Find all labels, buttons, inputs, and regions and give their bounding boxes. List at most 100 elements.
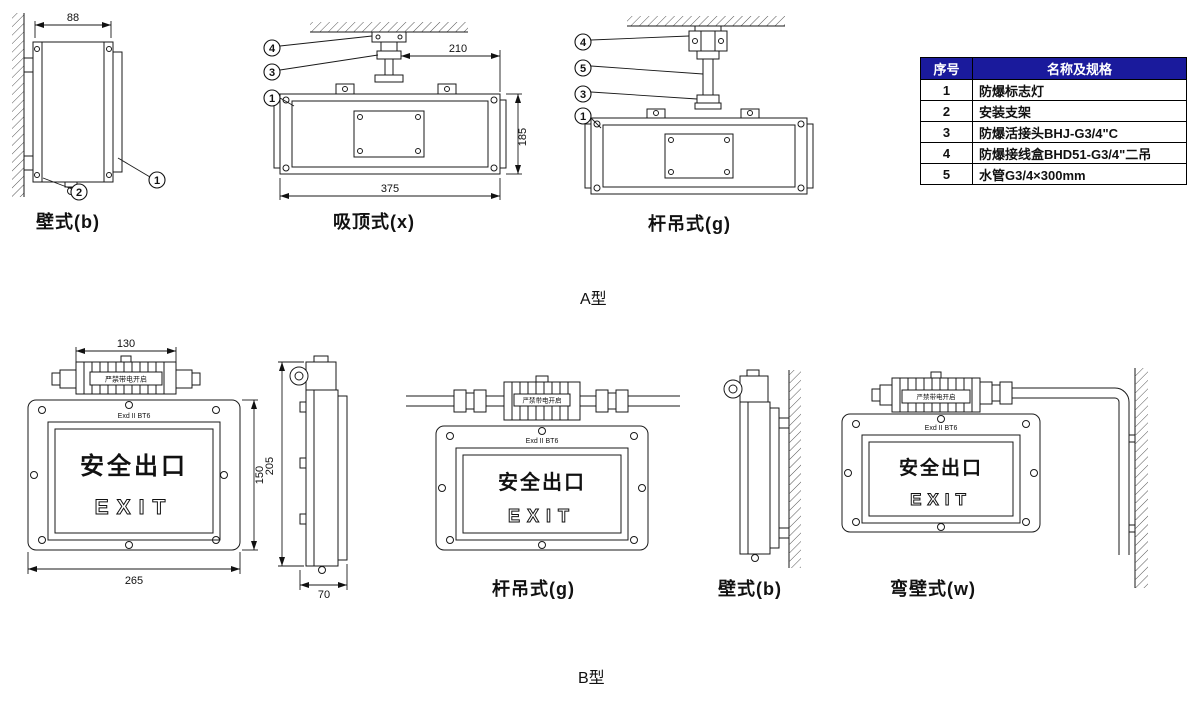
cert-text: Exd II BT6	[526, 438, 559, 445]
parts-table-col2-header: 名称及规格	[972, 57, 1187, 80]
dimension-height: 150	[242, 399, 266, 551]
union-fitting-right	[979, 381, 1013, 405]
dimension-top-width: 130	[75, 338, 177, 362]
callout-1: 1	[574, 107, 602, 129]
table-row: 2 安装支架	[920, 100, 1187, 122]
exit-sign-english: EXIT	[95, 496, 174, 519]
lamp-body: Exd II BT6 安全出口 EXIT	[841, 413, 1041, 533]
callout-1-number: 1	[154, 175, 160, 187]
callout-1-number: 1	[269, 93, 275, 105]
type-b-bent-label: 弯壁式(w)	[890, 579, 976, 599]
type-a-rod-label: 杆吊式(g)	[648, 214, 731, 234]
callout-2-number: 2	[76, 187, 82, 199]
dim-88: 88	[67, 12, 79, 24]
lamp-side-body	[299, 389, 348, 574]
type-b-rod-label: 杆吊式(g)	[492, 579, 575, 599]
type-a-rod-view: 4 5 3 1	[574, 16, 814, 195]
ceiling-hatch	[627, 16, 785, 27]
dim-375: 375	[381, 183, 399, 195]
dimension-width: 265	[27, 552, 241, 587]
part-number: 2	[920, 100, 973, 122]
type-b-side-view: 205 70	[264, 355, 348, 600]
junction-box	[371, 31, 407, 83]
callout-4: 4	[574, 33, 690, 51]
type-b-front-view: 130 严禁带电开启 Exd II BT6 安全出口	[27, 338, 266, 587]
union-fitting-bottom	[694, 94, 722, 110]
type-a-ceiling-label: 吸顶式(x)	[333, 212, 415, 232]
exit-sign-chinese: 安全出口	[498, 470, 586, 494]
callout-1-number: 1	[580, 111, 586, 123]
part-number: 1	[920, 79, 973, 101]
exit-sign-english: EXIT	[508, 506, 576, 526]
part-number: 5	[920, 163, 973, 185]
dim-150: 150	[254, 466, 266, 484]
part-number: 4	[920, 142, 973, 164]
type-b-bent-view: 严禁带电开启 Exd II BT6	[841, 368, 1148, 588]
callout-5-number: 5	[580, 63, 586, 75]
lamp-body	[273, 83, 507, 175]
callout-4-number: 4	[580, 37, 587, 49]
wall-hatch	[1134, 368, 1148, 588]
union-fitting-left	[453, 389, 487, 413]
part-name: 防爆活接头BHJ-G3/4"C	[972, 121, 1187, 143]
type-b-wall-view	[723, 369, 801, 568]
dim-70: 70	[318, 589, 330, 600]
ceiling-hatch	[310, 22, 468, 33]
lamp-body: Exd II BT6 安全出口 EXIT	[27, 399, 241, 551]
cert-text: Exd II BT6	[925, 425, 958, 432]
dim-130: 130	[117, 338, 135, 350]
dimension-width: 375	[279, 178, 501, 200]
type-a-wall-label: 壁式(b)	[36, 212, 100, 232]
type-a-ceiling-view: 210 185	[263, 22, 529, 200]
type-b-wall-label: 壁式(b)	[718, 579, 782, 599]
exit-sign-english: EXIT	[910, 490, 972, 509]
warning-text: 严禁带电开启	[105, 375, 147, 384]
union-fitting-top	[696, 50, 720, 60]
parts-table-col1-header: 序号	[920, 57, 973, 80]
junction-box: 严禁带电开启	[503, 375, 581, 421]
table-row: 3 防爆活接头BHJ-G3/4"C	[920, 121, 1187, 143]
dim-210: 210	[449, 43, 467, 55]
dimension-depth: 70	[299, 564, 348, 600]
callout-1: 1	[117, 157, 166, 189]
type-b-rod-view: 严禁带电开启 Exd II BT6 安全出口 EXIT	[406, 375, 680, 551]
parts-table-header-row: 序号 名称及规格	[920, 57, 1187, 80]
part-name: 水管G3/4×300mm	[972, 163, 1187, 185]
exit-sign-chinese: 安全出口	[899, 456, 983, 479]
part-number: 3	[920, 121, 973, 143]
junction-box-side	[723, 369, 769, 403]
type-a-wall-view: 88 2 1	[12, 12, 166, 201]
warning-text: 严禁带电开启	[523, 396, 562, 405]
dimension-offset: 210	[401, 43, 501, 92]
part-name: 安装支架	[972, 100, 1187, 122]
wall-hatch	[788, 370, 801, 568]
callout-2: 2	[42, 177, 88, 201]
dim-205: 205	[264, 457, 276, 475]
junction-box	[688, 25, 728, 52]
dimension-height: 205	[264, 361, 304, 567]
warning-text: 严禁带电开启	[917, 392, 956, 401]
type-a-section-label: A型	[580, 291, 607, 308]
table-row: 5 水管G3/4×300mm	[920, 163, 1187, 185]
callout-5: 5	[574, 59, 704, 77]
dimension-height: 185	[506, 93, 529, 175]
union-fitting-right	[595, 389, 629, 413]
lamp-side-body	[23, 41, 123, 195]
dim-185: 185	[517, 128, 529, 146]
junction-box: 严禁带电开启	[51, 355, 201, 395]
table-row: 4 防爆接线盒BHD51-G3/4"二吊	[920, 142, 1187, 164]
exit-sign-chinese: 安全出口	[80, 452, 188, 480]
part-name: 防爆接线盒BHD51-G3/4"二吊	[972, 142, 1187, 164]
callout-4-number: 4	[269, 43, 276, 55]
junction-box-side	[289, 355, 337, 391]
junction-box: 严禁带电开启	[871, 371, 981, 413]
callout-1: 1	[263, 89, 295, 107]
lamp-side-body	[739, 401, 790, 562]
wall-hatch	[12, 13, 25, 197]
callout-4: 4	[263, 35, 373, 57]
dim-265: 265	[125, 575, 143, 587]
callout-3: 3	[263, 54, 379, 81]
table-row: 1 防爆标志灯	[920, 79, 1187, 101]
callout-3: 3	[574, 85, 698, 103]
